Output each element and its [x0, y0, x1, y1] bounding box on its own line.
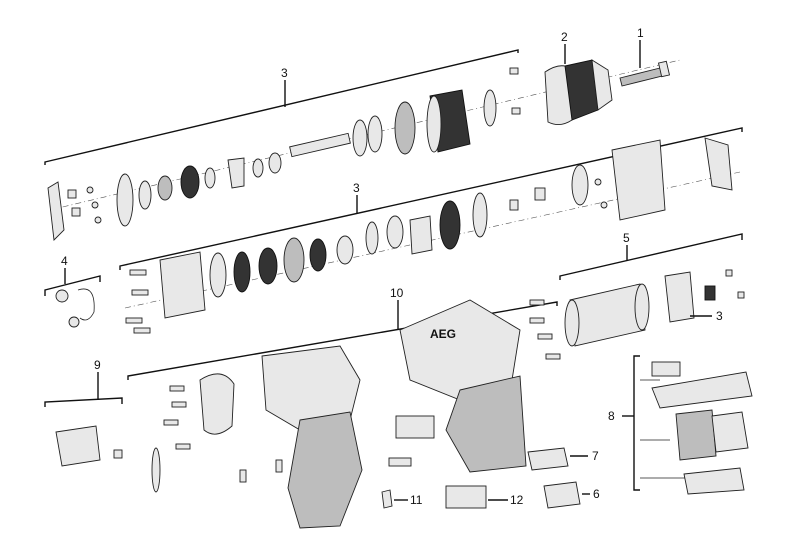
- callout-8: 8: [608, 409, 615, 423]
- drill-chuck: [544, 59, 613, 125]
- group-4-bracket: [44, 268, 101, 296]
- callout-4: 4: [61, 254, 68, 268]
- group-10-bracket: [127, 300, 558, 380]
- spindle-shaft: [289, 101, 416, 158]
- chuck-screw: [619, 60, 671, 87]
- callout-7: 7: [592, 449, 599, 463]
- planetary-gear-stage-top: [116, 152, 282, 227]
- callout-11: 11: [410, 493, 423, 507]
- screws-top: [509, 67, 521, 115]
- part-11-badge: [381, 489, 408, 509]
- top-axis-line: [49, 59, 681, 211]
- part-12-label: [445, 485, 508, 509]
- group-9-bracket: [44, 372, 123, 407]
- switch-assembly: [651, 361, 753, 495]
- gear-housing-middle: [125, 251, 206, 334]
- dc-motor: [564, 283, 650, 347]
- group-5-bracket: [559, 233, 743, 280]
- group-8-bracket: [622, 355, 690, 491]
- clutch-ring: [426, 89, 497, 153]
- planetary-gears-middle: [209, 192, 488, 298]
- callout-6: 6: [593, 487, 600, 501]
- callout-10: 10: [390, 286, 404, 300]
- part-7-contact-plate: [527, 447, 588, 471]
- part-6-connector: [543, 481, 590, 509]
- motor-fan-plate: [664, 269, 745, 323]
- callout-3-motor: 3: [716, 309, 723, 323]
- belt-clip: [55, 425, 123, 467]
- callout-2: 2: [561, 30, 568, 44]
- callout-12: 12: [510, 493, 524, 507]
- left-housing-half: [151, 345, 363, 529]
- callout-3-top: 3: [281, 66, 288, 80]
- callout-9: 9: [94, 358, 101, 372]
- callout-3-middle: 3: [353, 181, 360, 195]
- right-housing-half: AEG: [399, 299, 527, 473]
- group-3-top-bracket: [44, 49, 519, 165]
- retaining-clip: [55, 288, 95, 328]
- housing-label-plates: [388, 415, 435, 467]
- callout-1: 1: [637, 26, 644, 40]
- clutch-collar-middle: [509, 137, 733, 221]
- gearbox-end-plate: [47, 181, 102, 241]
- group-3-middle-bracket: [119, 127, 743, 270]
- callout-5: 5: [623, 231, 630, 245]
- housing-logo: AEG: [430, 327, 456, 341]
- housing-screws: [163, 299, 561, 483]
